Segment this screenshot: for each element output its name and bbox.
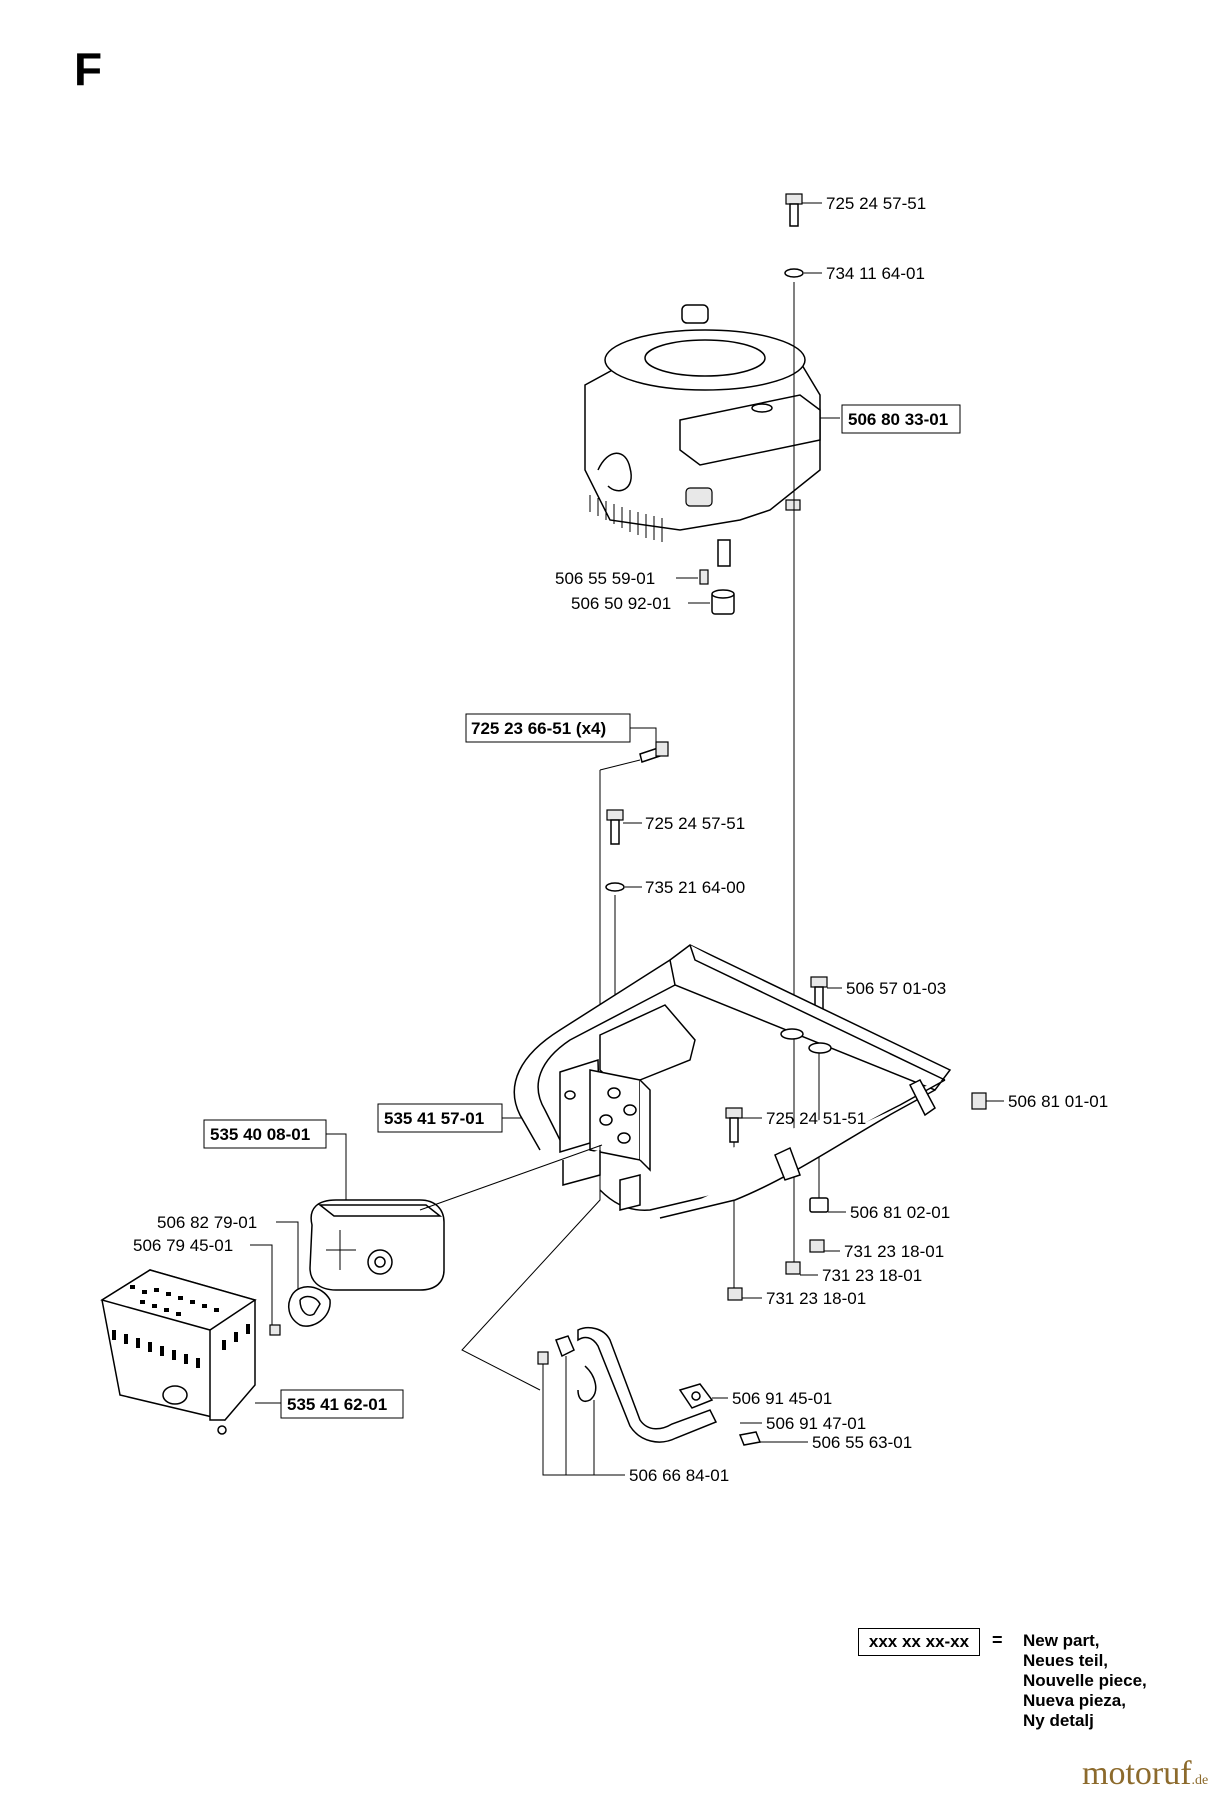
watermark-logo: motoruf.de — [1082, 1755, 1208, 1793]
legend-line-de: Neues teil, — [1023, 1651, 1109, 1670]
watermark-suffix: .de — [1191, 1773, 1209, 1788]
legend-line-en: New part, — [1023, 1631, 1100, 1650]
muffler-illustration — [309, 1199, 445, 1291]
exhaust-pipe-illustration — [537, 1327, 762, 1446]
motor-plate-frame — [513, 944, 987, 1301]
label-nut-b: 731 23 18-01 — [822, 1266, 922, 1285]
key-and-spacer — [699, 569, 735, 615]
label-key: 506 55 59-01 — [555, 569, 655, 588]
label-spacer-right: 506 81 02-01 — [850, 1203, 950, 1222]
bracket-label-box — [377, 1103, 503, 1133]
legend-equals: = — [992, 1630, 1003, 1650]
label-nut-right: 506 81 01-01 — [1008, 1092, 1108, 1111]
bolt-x4-label-box — [465, 713, 631, 743]
engine-illustration — [584, 304, 821, 567]
label-pipe-screw: 506 55 63-01 — [812, 1433, 912, 1452]
part-labels: 725 24 57-51 734 11 64-01 506 80 33-01 5… — [133, 194, 1108, 1485]
legend-line-sv: Ny detalj — [1023, 1711, 1094, 1730]
top-bolt — [784, 193, 804, 1262]
section-letter: F — [74, 43, 103, 95]
legend-code-box: xxx xx xx-xx — [858, 1628, 980, 1656]
label-washer-top: 734 11 64-01 — [826, 264, 925, 283]
label-guard: 535 41 62-01 — [287, 1395, 387, 1414]
label-gasket: 506 91 45-01 — [732, 1389, 832, 1408]
label-screw: 506 79 45-01 — [133, 1236, 233, 1255]
label-bolt-x4: 725 23 66-51 (x4) — [471, 719, 606, 738]
guard-label-box — [280, 1389, 404, 1419]
label-bolt-lower: 725 24 51-51 — [766, 1109, 866, 1128]
legend-line-es: Nueva pieza, — [1023, 1691, 1126, 1710]
label-clamp-kit: 506 66 84-01 — [629, 1466, 729, 1485]
engine-label-box — [841, 404, 961, 434]
muffler-label-box — [203, 1119, 327, 1149]
legend-line-fr: Nouvelle piece, — [1023, 1671, 1147, 1690]
watermark-brand: motoruf — [1082, 1755, 1192, 1792]
label-engine: 506 80 33-01 — [848, 410, 948, 429]
label-bracket: 535 41 57-01 — [384, 1109, 484, 1128]
label-deflector: 506 82 79-01 — [157, 1213, 257, 1232]
leader-lines — [250, 202, 1004, 1476]
label-bolt-mid: 725 24 57-51 — [645, 814, 745, 833]
label-washer-mid: 735 21 64-00 — [645, 878, 745, 897]
label-nut-a: 731 23 18-01 — [844, 1242, 944, 1261]
label-bolt-top: 725 24 57-51 — [826, 194, 926, 213]
label-spacer: 506 50 92-01 — [571, 594, 671, 613]
label-pipe: 506 91 47-01 — [766, 1414, 866, 1433]
deflector-illustration — [269, 1286, 331, 1336]
label-bolt-right: 506 57 01-03 — [846, 979, 946, 998]
label-nut-c: 731 23 18-01 — [766, 1289, 866, 1308]
legend-text: New part, Neues teil, Nouvelle piece, Nu… — [1023, 1631, 1147, 1731]
label-muffler: 535 40 08-01 — [210, 1125, 310, 1144]
muffler-guard-illustration — [100, 1269, 257, 1435]
